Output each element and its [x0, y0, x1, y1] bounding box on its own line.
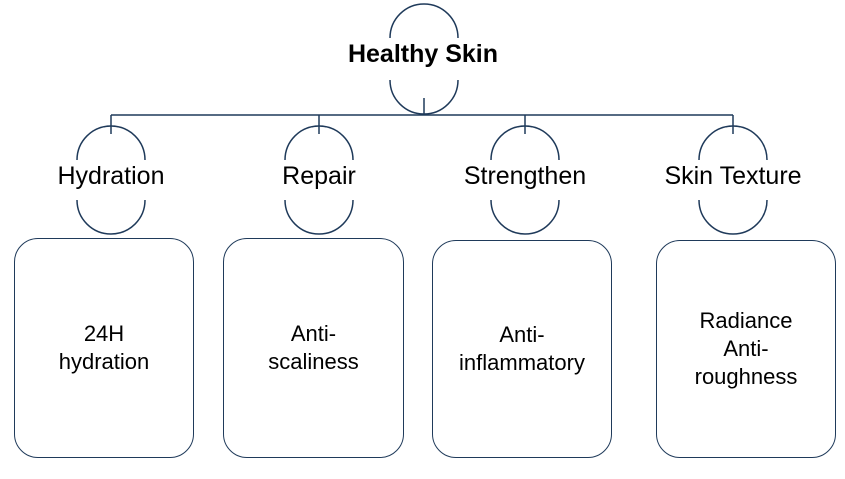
benefit-box-repair: Anti- scaliness [223, 238, 404, 458]
benefit-text-skin-texture: Radiance Anti- roughness [694, 308, 798, 389]
skin-texture-bottom-arc [698, 199, 768, 235]
strengthen-top-arc [490, 125, 560, 161]
benefit-box-strengthen: Anti- inflammatory [432, 240, 612, 458]
category-label-skin-texture: Skin Texture [664, 162, 802, 190]
category-label-repair: Repair [282, 162, 356, 190]
benefit-text-strengthen: Anti- inflammatory [459, 322, 585, 375]
benefit-text-hydration: 24H hydration [58, 321, 150, 374]
strengthen-bottom-arc [490, 199, 560, 235]
skin-texture-top-arc [698, 125, 768, 161]
category-label-strengthen: Strengthen [463, 162, 587, 190]
benefit-box-skin-texture: Radiance Anti- roughness [656, 240, 836, 458]
benefit-box-hydration: 24H hydration [14, 238, 194, 458]
benefit-text-repair: Anti- scaliness [268, 321, 359, 374]
root-label: Healthy Skin [347, 40, 499, 68]
hydration-bottom-arc [76, 199, 146, 235]
root-top-arc [389, 3, 459, 39]
category-label-hydration: Hydration [57, 162, 165, 190]
repair-bottom-arc [284, 199, 354, 235]
repair-top-arc [284, 125, 354, 161]
hydration-top-arc [76, 125, 146, 161]
